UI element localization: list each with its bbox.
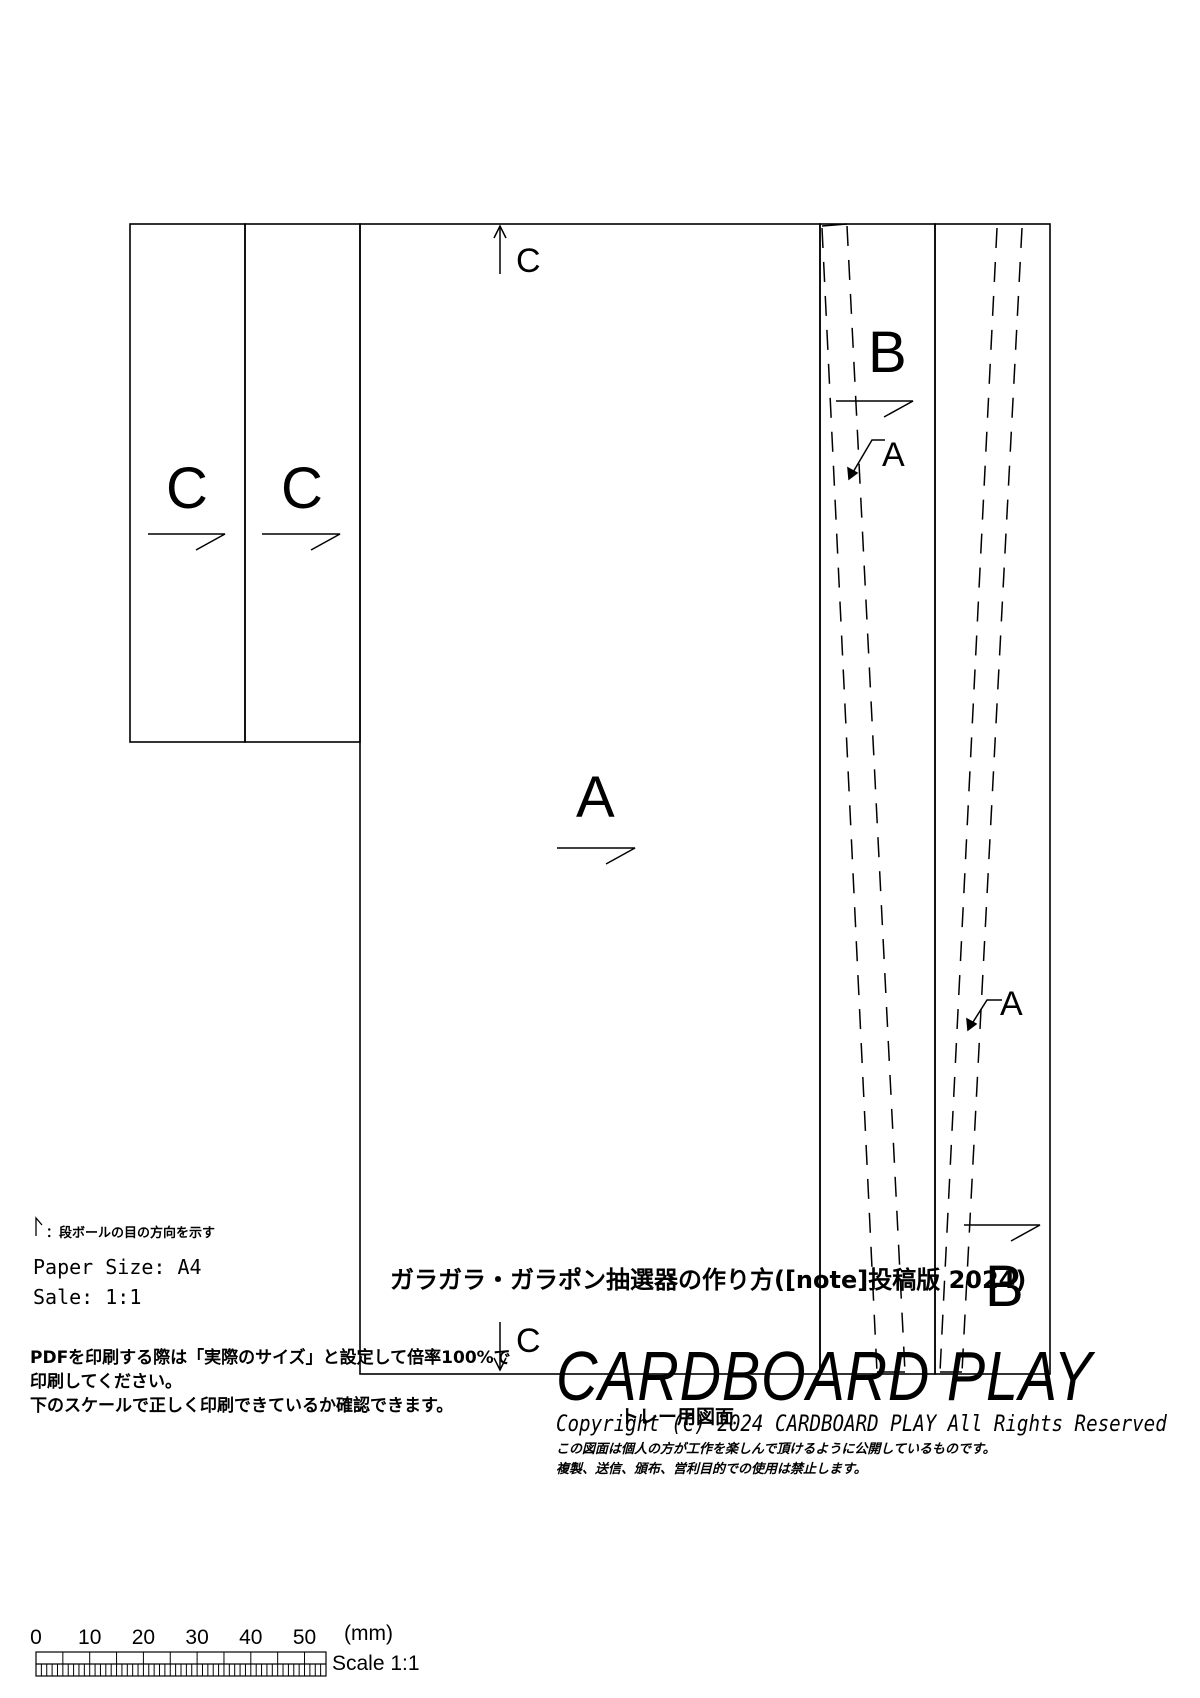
grain-direction-mark <box>148 533 226 551</box>
piece-label-a: A <box>576 765 615 830</box>
brand-logo: CARDBOARD PLAY <box>556 1337 1093 1415</box>
copyright: Copyright (C) 2024 CARDBOARD PLAY All Ri… <box>556 1412 1167 1437</box>
piece-label-c-right: C <box>281 456 323 521</box>
document-title: ガラガラ・ガラポン抽選器の作り方([note]投稿版 2024) <box>390 1266 1027 1294</box>
strip-b-bottom-outline <box>934 223 1051 1375</box>
grain-direction-mark <box>557 847 636 865</box>
dashed-guide <box>821 227 878 1373</box>
print-note-line: 印刷してください。 <box>30 1372 182 1392</box>
ruler-tick-label: 50 <box>293 1626 316 1649</box>
paper-size: Paper Size: A4 <box>33 1255 202 1279</box>
ruler-tick-label: 0 <box>30 1626 42 1649</box>
leader-a-lower <box>967 999 1002 1031</box>
print-note-line: PDFを印刷する際は「実際のサイズ」と設定して倍率100%で <box>30 1348 511 1368</box>
marker-a-lower: A <box>1000 985 1023 1023</box>
usage-note-line: 複製、送信、頒布、営利目的での使用は禁止します。 <box>556 1462 867 1477</box>
grain-direction-mark <box>836 400 914 418</box>
grain-direction-mark <box>964 1224 1041 1242</box>
ruler-tick-label: 20 <box>132 1626 155 1649</box>
print-note: PDFを印刷する際は「実際のサイズ」と設定して倍率100%で 印刷してください。… <box>30 1346 511 1418</box>
dashed-guide <box>939 227 998 1373</box>
dashed-guide <box>846 225 906 1373</box>
ruler-tick-label: 10 <box>78 1626 101 1649</box>
marker-c-bottom: C <box>516 1322 541 1360</box>
piece-label-b-bottom: B <box>985 1254 1024 1319</box>
dashed-guide <box>961 227 1023 1373</box>
paper-info: Paper Size: A4 Sale: 1:1 <box>33 1252 202 1312</box>
grain-direction-mark <box>262 533 341 551</box>
usage-note-line: この図面は個人の方が工作を楽しんで頂けるように公開しているものです。 <box>556 1442 996 1457</box>
piece-label-b-top: B <box>868 320 907 385</box>
leader-a-upper <box>848 439 885 480</box>
drawing-caption: トレー用図面 <box>620 1406 735 1428</box>
print-note-line: 下のスケールで正しく印刷できているか確認できます。 <box>30 1396 454 1416</box>
strip-b-top-outline <box>819 223 936 1375</box>
ruler-tick-label: 30 <box>185 1626 208 1649</box>
paper-scale: Sale: 1:1 <box>33 1285 142 1309</box>
grain-legend: ：段ボールの目の方向を示す <box>46 1226 216 1241</box>
marker-c-top: C <box>516 242 541 280</box>
legend-grain-icon <box>35 1216 43 1236</box>
ruler-unit: (mm) <box>344 1622 393 1645</box>
ruler-scale-label: Scale 1:1 <box>332 1652 420 1675</box>
ruler-tick-label: 40 <box>239 1626 262 1649</box>
marker-a-upper: A <box>882 436 905 474</box>
piece-label-c-left: C <box>166 456 208 521</box>
